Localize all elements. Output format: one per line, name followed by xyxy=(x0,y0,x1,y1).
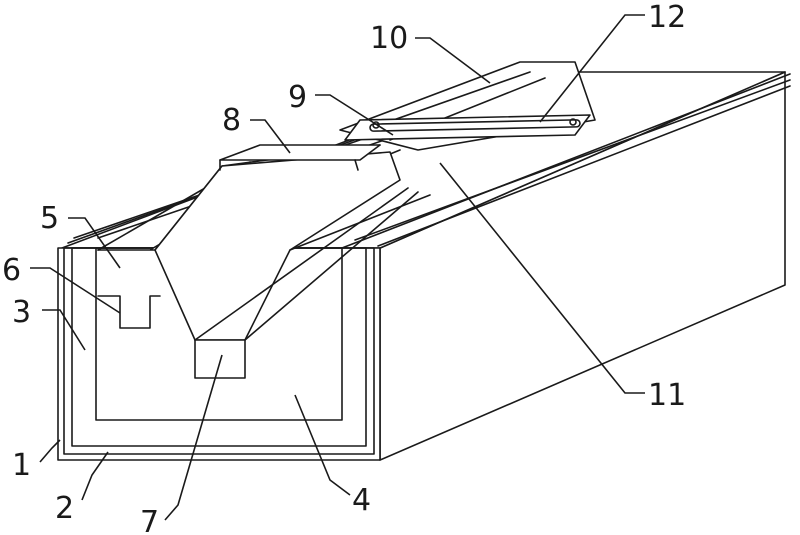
label-5: 5 xyxy=(40,201,59,236)
leader-6 xyxy=(30,267,121,314)
label-10: 10 xyxy=(370,21,408,56)
label-1: 1 xyxy=(12,448,31,483)
label-3: 3 xyxy=(12,295,31,330)
leader-1 xyxy=(39,439,61,463)
leader-8 xyxy=(250,119,291,154)
leader-11 xyxy=(439,162,645,394)
leader-5 xyxy=(68,217,121,269)
label-4: 4 xyxy=(352,483,371,518)
label-7: 7 xyxy=(140,505,159,535)
leader-9 xyxy=(315,94,394,136)
leader-10 xyxy=(415,37,491,84)
label-12: 12 xyxy=(648,0,686,35)
leader-4 xyxy=(294,394,351,496)
leader-7 xyxy=(164,354,223,521)
leader-12 xyxy=(539,14,645,123)
notch-6 xyxy=(97,295,161,329)
label-9: 9 xyxy=(288,80,307,115)
label-6: 6 xyxy=(2,253,21,288)
label-8: 8 xyxy=(222,103,241,138)
leader-2 xyxy=(81,451,109,501)
leader-3 xyxy=(42,309,86,351)
label-11: 11 xyxy=(648,378,686,413)
plate-8 xyxy=(219,144,381,161)
label-2: 2 xyxy=(55,491,74,526)
